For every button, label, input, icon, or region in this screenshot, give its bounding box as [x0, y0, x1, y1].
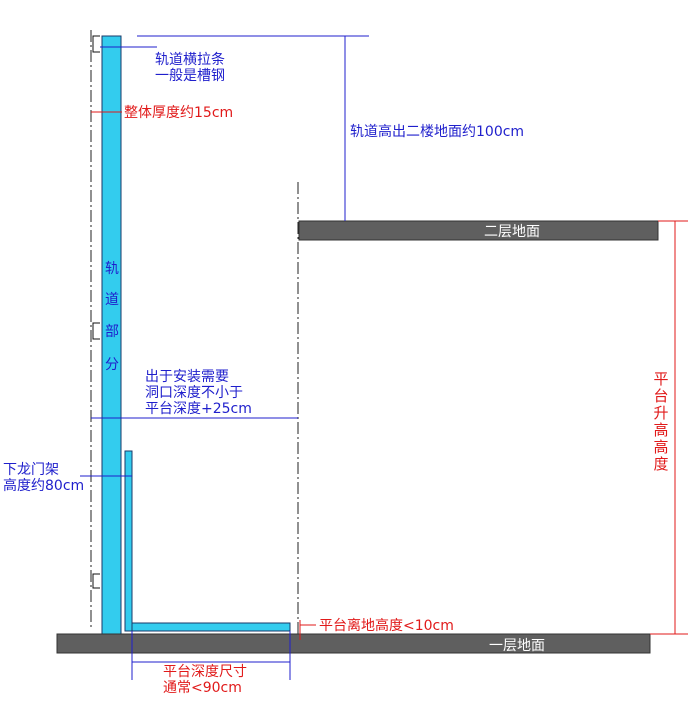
lower-gantry-label-line2: 高度约80cm	[3, 477, 84, 494]
lift-height-char-3: 升	[653, 404, 668, 422]
opening-depth-label-line3: 平台深度+25cm	[145, 401, 252, 417]
lower-gantry-post	[124, 450, 133, 632]
lift-height-char-4: 高	[653, 421, 668, 439]
floor2-slab	[298, 220, 659, 241]
crossbar-bracket-bottom	[92, 573, 100, 589]
crossbar-bracket-top	[92, 35, 100, 53]
platform	[131, 622, 291, 632]
lift-height-char-2: 台	[653, 387, 668, 405]
crossbar-label-line2: 一般是槽钢	[155, 68, 225, 84]
lower-gantry-label-line1: 下龙门架	[3, 462, 59, 478]
lift-height-char-5: 高	[653, 438, 668, 456]
floor2-label: 二层地面	[484, 224, 540, 240]
platform-depth-label-line1: 平台深度尺寸	[163, 664, 247, 680]
lift-height-char-6: 度	[653, 455, 668, 473]
rail-part-char-2: 道	[105, 292, 119, 308]
floor1-label: 一层地面	[489, 638, 545, 654]
thickness-label: 整体厚度约15cm	[124, 105, 233, 121]
opening-depth-label-line2: 洞口深度不小于	[145, 385, 243, 401]
crossbar-label-line1: 轨道横拉条	[155, 51, 225, 68]
lift-height-char-1: 平	[653, 370, 668, 388]
rail-part-char-1: 轨	[105, 261, 119, 277]
rail-height-label: 轨道高出二楼地面约100cm	[350, 123, 524, 140]
rail-part-char-3: 部	[105, 324, 119, 340]
opening-depth-label-line1: 出于安装需要	[145, 369, 229, 385]
crossbar-bracket-middle	[92, 322, 100, 340]
floor1-slab	[56, 633, 651, 654]
rail-part-char-4: 分	[105, 357, 119, 373]
clearance-label: 平台离地高度<10cm	[319, 617, 454, 634]
platform-depth-label-line2: 通常<90cm	[163, 680, 242, 696]
